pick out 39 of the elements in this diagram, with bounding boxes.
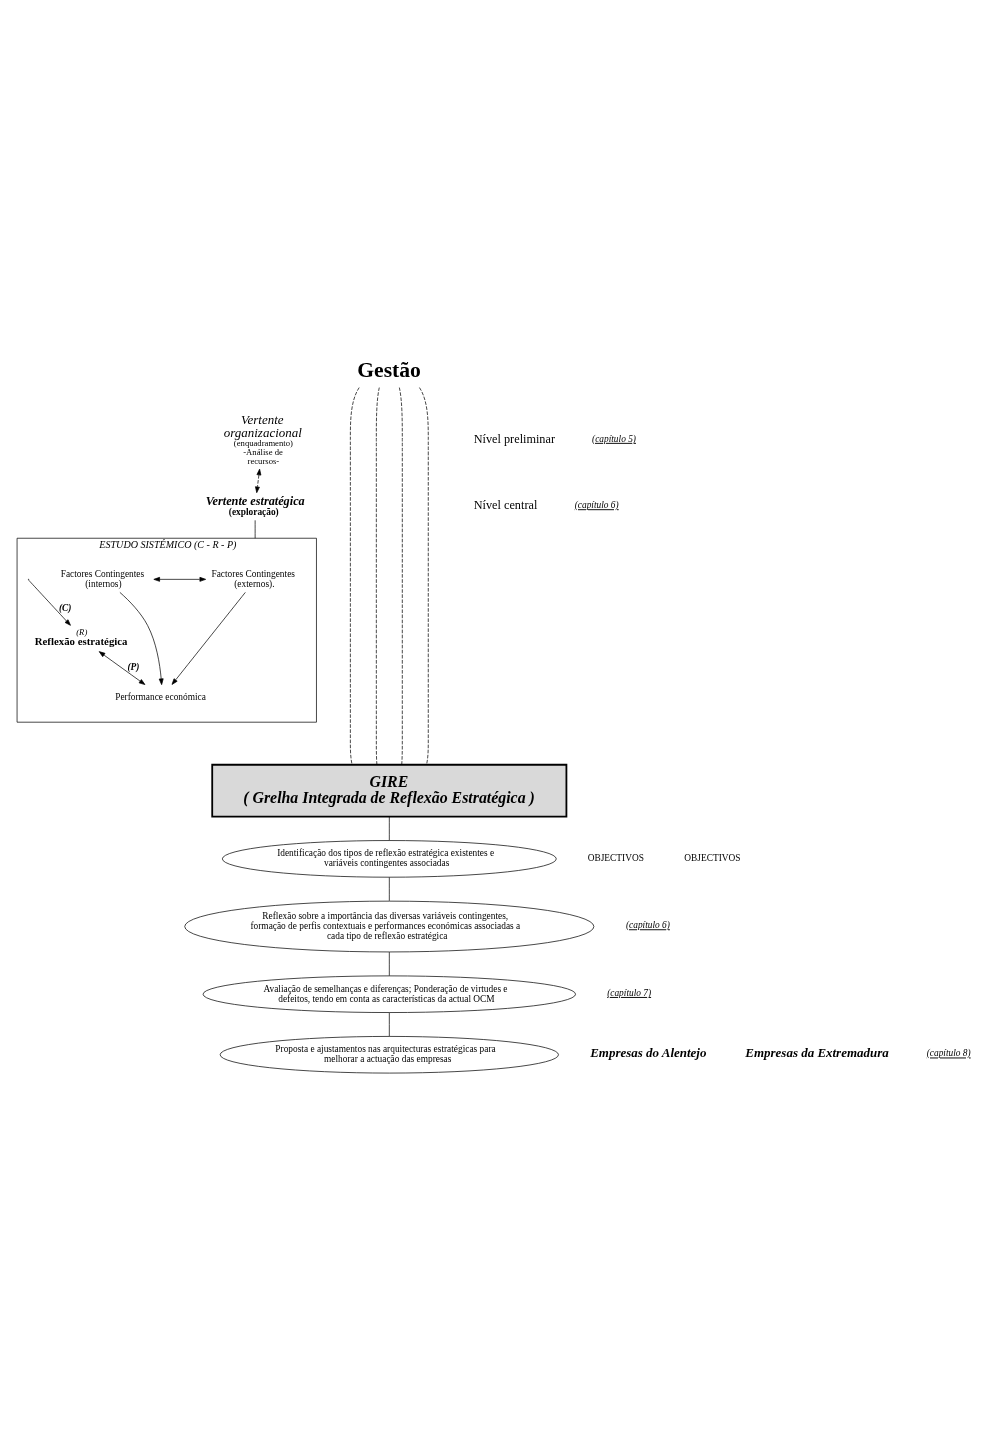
arrow xyxy=(98,651,146,685)
connector xyxy=(388,951,390,977)
connector xyxy=(399,387,403,765)
label: Empresas do Alentejo xyxy=(590,1045,707,1061)
edge-label: (P) xyxy=(127,661,140,672)
node-text: Performance económica xyxy=(115,692,206,703)
node-text: Factores Contingentes (internos) xyxy=(60,568,145,589)
arrow xyxy=(153,576,207,582)
label: (capítulo 5) xyxy=(592,433,636,444)
connector xyxy=(350,387,360,765)
node-text: Gestão xyxy=(357,358,421,383)
node-ellipse: Proposta e ajustamentos nas arquitecturas estratégicas para melhorar a actuação das empresas xyxy=(219,1036,559,1074)
label: (capítulo 6) xyxy=(625,920,670,931)
node-text: Factores Contingentes (externos). xyxy=(211,568,295,589)
arrow xyxy=(255,468,262,494)
connector xyxy=(419,387,429,765)
arrow xyxy=(28,579,71,626)
label: (capítulo 8) xyxy=(926,1048,971,1059)
connector xyxy=(388,1012,390,1037)
edge-label: (C) xyxy=(58,602,72,613)
node-ellipse: Identificação dos tipos de reflexão estratégica existentes e variáveis contingentes associadas xyxy=(222,840,557,878)
node-box: GIRE ( Grelha Integrada de Reflexão Estratégica ) xyxy=(211,763,568,818)
node-ellipse: Reflexão sobre a importância das diversas variáveis contingentes, formação de perfis contextuais e performances económicas associadas a cada tipo de reflexão estratégica xyxy=(184,900,595,953)
arrow xyxy=(119,592,164,685)
label: Nível central xyxy=(473,498,538,513)
label: (capítulo 6) xyxy=(574,500,619,511)
label: (capítulo 7) xyxy=(607,987,652,998)
node-text: (R) Reflexão estratégica xyxy=(34,626,128,648)
connector xyxy=(388,876,390,902)
label: OBJECTIVOS xyxy=(587,853,644,864)
label: Empresas da Extremadura xyxy=(745,1045,889,1061)
node-text: Vertente organizacional (enquadramento) -Análise de recursos- xyxy=(223,411,302,466)
node-text: Vertente estratégica (exploração) xyxy=(205,493,305,517)
arrow xyxy=(171,592,246,685)
label: OBJECTIVOS xyxy=(684,853,741,864)
connector xyxy=(388,816,390,841)
node-ellipse: Avaliação de semelhanças e diferenças; Ponderação de virtudes e defeitos, tendo em conta as características da actual OCM xyxy=(202,975,576,1013)
connector xyxy=(375,387,380,765)
label: Nível preliminar xyxy=(473,432,556,447)
